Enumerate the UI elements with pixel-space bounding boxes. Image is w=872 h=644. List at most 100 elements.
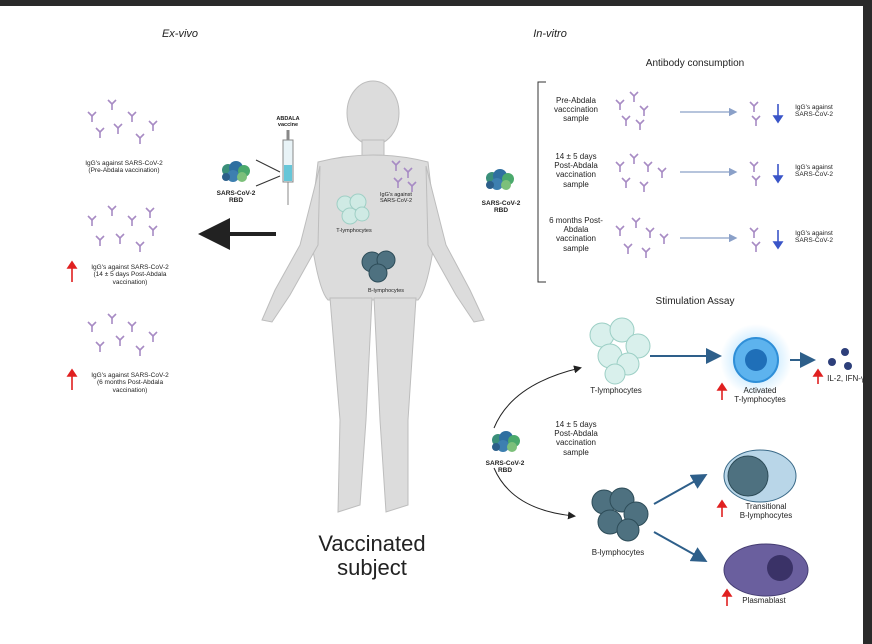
ex-vivo-3-line3: vaccination) bbox=[112, 386, 148, 394]
row1-l2: vacccination bbox=[553, 105, 599, 115]
t-lymphocytes-cluster-icon bbox=[589, 317, 651, 385]
consumption-result-2: IgG's against SARS-CoV-2 bbox=[786, 164, 842, 179]
cytokine-icon bbox=[828, 348, 852, 370]
ex-vivo-2-line2: (14 ± 5 days Post-Abdala bbox=[93, 271, 167, 279]
row2-l4: sample bbox=[563, 179, 589, 189]
res3-line2: SARS-CoV-2 bbox=[795, 237, 833, 245]
consumption-row-2-label: 14 ± 5 days Post-Abdala vaccination samp… bbox=[540, 152, 612, 189]
to-plasmablast-arrow bbox=[653, 531, 708, 562]
row2-l1: 14 ± 5 days bbox=[555, 152, 597, 161]
b-lymphocytes-cluster-icon bbox=[591, 487, 649, 542]
cytokines-label: IL-2, IFN-γ bbox=[827, 374, 865, 383]
residual-antibody-1 bbox=[749, 101, 759, 113]
row3-l1: 6 months Post- bbox=[549, 216, 603, 225]
body-b-label: B-lymphocytes bbox=[367, 288, 405, 294]
consumption-rbd-line2: RBD bbox=[493, 207, 509, 215]
stimulation-sample-label: 14 ± 5 days Post-Abdala vaccination samp… bbox=[540, 420, 612, 457]
body-b-lymphocytes-icon bbox=[361, 250, 396, 283]
transitional-l1: Transitional bbox=[745, 502, 787, 511]
transitional-b-label: Transitional B-lymphocytes bbox=[728, 502, 804, 520]
stim-sample-l1: 14 ± 5 days bbox=[555, 420, 597, 429]
rbd-protein-icon-3 bbox=[492, 431, 520, 452]
consumption-rbd-line1: SARS-CoV-2 bbox=[481, 200, 521, 207]
stim-rbd-line2: RBD bbox=[497, 467, 513, 475]
res1-line1: IgG's against bbox=[795, 104, 833, 111]
body-igg-line2: SARS-CoV-2 bbox=[379, 198, 413, 205]
res1-line2: SARS-CoV-2 bbox=[795, 111, 833, 119]
in-vitro-heading: In-vitro bbox=[533, 28, 567, 40]
ex-vivo-3-line1: IgG's against SARS-CoV-2 bbox=[91, 372, 169, 379]
body-igg-label: IgG's against SARS-CoV-2 bbox=[374, 192, 418, 205]
consumption-row-3-label: 6 months Post- Abdala vaccination sample bbox=[540, 216, 612, 253]
antibody-consumption-title: Antibody consumption bbox=[645, 58, 745, 69]
b-lymphocytes-label: B-lymphocytes bbox=[591, 548, 645, 557]
bracket bbox=[537, 81, 546, 283]
rbd-protein-icon-2 bbox=[486, 169, 514, 190]
row1-l3: sample bbox=[563, 114, 589, 124]
vaccine-line2: vaccine bbox=[277, 122, 299, 129]
row3-l4: sample bbox=[563, 243, 589, 253]
rbd-line1: SARS-CoV-2 bbox=[216, 190, 256, 197]
window-right-border bbox=[863, 0, 872, 644]
stimulation-title: Stimulation Assay bbox=[655, 296, 735, 307]
consumption-result-3: IgG's against SARS-CoV-2 bbox=[786, 230, 842, 245]
ex-vivo-3-line2: (6 months Post-Abdala bbox=[96, 379, 164, 387]
row3-l3: vaccination bbox=[555, 234, 597, 244]
res3-line1: IgG's against bbox=[795, 230, 833, 237]
plasmablast-label: Plasmablast bbox=[742, 596, 786, 605]
ex-vivo-1-line1: IgG's against SARS-CoV-2 bbox=[85, 160, 163, 167]
ex-vivo-label-3: IgG's against SARS-CoV-2 (6 months Post-… bbox=[70, 372, 190, 394]
stim-rbd-line1: SARS-CoV-2 bbox=[485, 460, 525, 467]
syringe-icon bbox=[255, 130, 294, 205]
up-arrow-icons bbox=[66, 260, 824, 606]
to-transitional-arrow bbox=[653, 474, 708, 505]
row1-l1: Pre-Abdala bbox=[555, 96, 597, 105]
t-lymphocytes-label: T-lymphocytes bbox=[590, 386, 642, 395]
ex-vivo-antibodies-2-icon bbox=[87, 205, 158, 253]
vaccine-line1: ABDALA bbox=[276, 116, 300, 122]
plasmablast-icon bbox=[723, 543, 809, 597]
subject-line1: Vaccinated bbox=[318, 531, 426, 556]
rbd-label: SARS-CoV-2 RBD bbox=[210, 190, 262, 205]
rbd-line2: RBD bbox=[228, 197, 244, 205]
consumption-row-3-antibodies bbox=[615, 217, 669, 259]
stimulation-rbd-label: SARS-CoV-2 RBD bbox=[482, 460, 528, 475]
ex-vivo-antibodies-1-icon bbox=[87, 99, 158, 145]
row2-l2: Post-Abdala bbox=[554, 161, 598, 171]
activated-t-label: Activated T-lymphocytes bbox=[728, 386, 792, 404]
res2-line1: IgG's against bbox=[795, 164, 833, 171]
vaccine-label: ABDALA vaccine bbox=[268, 116, 308, 129]
body-t-label: T-lymphocytes bbox=[336, 228, 372, 234]
rbd-protein-icon bbox=[222, 161, 250, 182]
ex-vivo-2-line3: vaccination) bbox=[112, 278, 148, 286]
to-t-arrow bbox=[493, 365, 582, 429]
stim-sample-l2: Post-Abdala bbox=[554, 429, 598, 439]
stim-sample-l4: sample bbox=[563, 447, 589, 457]
body-igg-line1: IgG's against bbox=[380, 192, 412, 198]
subject-line2: subject bbox=[337, 555, 407, 581]
consumption-row-1-label: Pre-Abdala vacccination sample bbox=[540, 96, 612, 124]
ex-vivo-1-line2: (Pre-Abdala vaccination) bbox=[88, 167, 160, 175]
down-arrow-icons bbox=[772, 104, 784, 250]
consumption-rbd-label: SARS-CoV-2 RBD bbox=[478, 200, 524, 215]
activated-l1: Activated bbox=[743, 386, 777, 395]
res2-line2: SARS-CoV-2 bbox=[795, 171, 833, 179]
ex-vivo-antibodies-3-icon bbox=[87, 313, 158, 357]
subject-label: Vaccinated subject bbox=[300, 531, 444, 581]
to-b-arrow bbox=[493, 467, 576, 520]
transitional-b-cell-icon bbox=[723, 449, 797, 503]
row3-l2: Abdala bbox=[563, 225, 589, 235]
ex-vivo-heading: Ex-vivo bbox=[161, 28, 199, 40]
activated-l2: T-lymphocytes bbox=[734, 395, 786, 405]
consumption-row-1-antibodies bbox=[615, 91, 649, 131]
consumption-result-1: IgG's against SARS-CoV-2 bbox=[786, 104, 842, 119]
window-top-border bbox=[0, 0, 872, 6]
stim-sample-l3: vaccination bbox=[555, 438, 597, 448]
body-t-lymphocytes-icon bbox=[336, 193, 370, 225]
ex-vivo-label-2: IgG's against SARS-CoV-2 (14 ± 5 days Po… bbox=[70, 264, 190, 286]
human-body bbox=[261, 80, 485, 513]
transitional-l2: B-lymphocytes bbox=[739, 511, 793, 521]
ex-vivo-2-line1: IgG's against SARS-CoV-2 bbox=[91, 264, 169, 271]
